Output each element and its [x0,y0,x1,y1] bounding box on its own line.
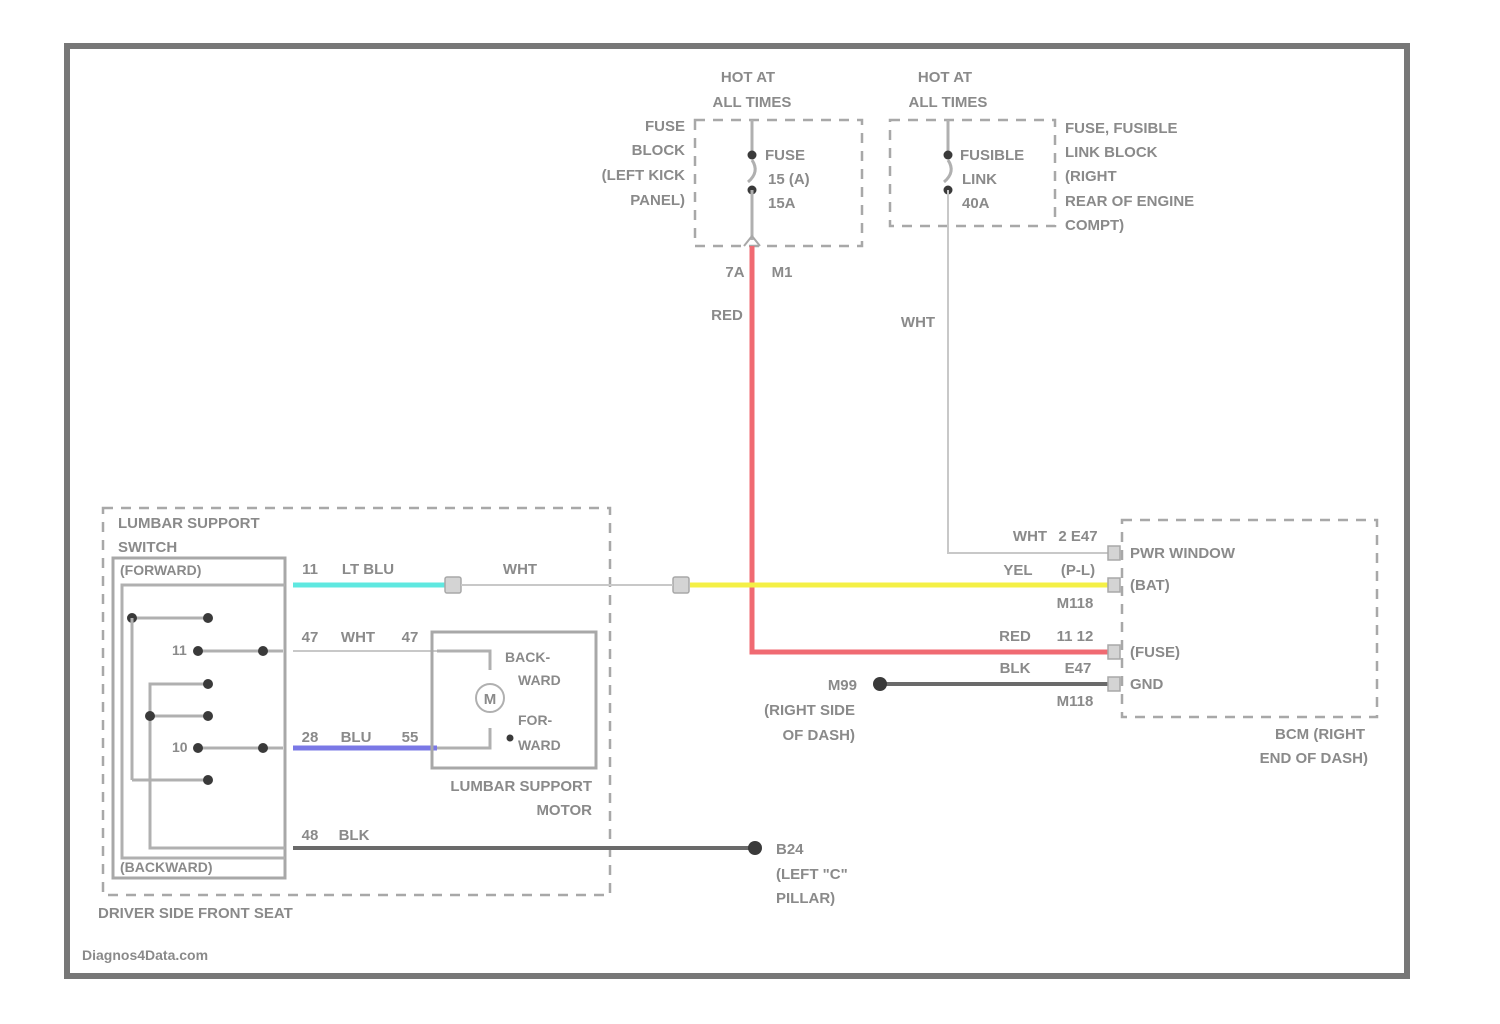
connector-icon [743,234,761,247]
switch-internal-wire [120,583,285,860]
bcm-connector-id: M118 [1057,595,1094,612]
ground-m99-location-2: OF DASH) [783,727,856,744]
fusible-link-outline [888,118,1057,228]
fuse-number: 15 (A) [768,171,810,188]
bcm-wire-label: WHT [1013,528,1047,545]
diagram-frame [64,43,1410,979]
lumbar-motor-box [430,630,598,770]
seat-wire-color: BLU [341,729,372,746]
ground-m99-label: M99 [828,677,857,694]
bcm-location: BCM (RIGHT [1275,726,1365,743]
seat-wire-out: 47 [402,629,419,646]
wht-power-wire [947,190,1110,554]
fuse-pin-left: 7A [725,264,744,281]
bcm-pin-function: (BAT) [1130,577,1170,594]
fusible-location-2: LINK BLOCK [1065,144,1158,161]
fuse-block-outline [693,118,864,248]
watermark: Diagnos4Data.com [82,947,208,963]
red-power-wire [749,246,1110,655]
connector-icon [1107,577,1121,593]
bcm-module: WHT 2 E47 PWR WINDOW YEL (P-L) (BAT) M11… [999,518,1379,767]
bcm-connector-id: M118 [1057,693,1094,710]
bcm-location-2: END OF DASH) [1260,750,1368,767]
ground-b24-icon [748,841,762,855]
motor-icon [475,683,505,713]
fuse-block-location-4: PANEL) [630,192,685,209]
ground-b24-location-2: PILLAR) [776,890,835,907]
fuse-block-location-3: (LEFT KICK [602,167,685,184]
red-wire-label: RED [711,307,743,324]
fusible-link-block: HOT AT ALL TIMES FUSIBLE LINK 40A FUSE, … [888,69,1194,234]
fuse-power-label: HOT AT [721,69,775,86]
seat-wire-color: BLK [339,827,370,844]
switch-box [111,556,287,880]
seat-title: DRIVER SIDE FRONT SEAT [98,905,293,922]
fusible-location-5: COMPT) [1065,217,1124,234]
fusible-link-label-2: LINK [962,171,997,188]
fusible-terminal-dot [943,150,953,160]
seat-wire-color: LT BLU [342,561,394,578]
seat-outline [101,506,612,897]
bcm-wire-label: YEL [1003,562,1032,579]
bcm-pin-label: E47 [1065,660,1092,677]
switch-pin-label: 10 [172,739,188,755]
connector-icon [1107,676,1121,692]
motor-symbol: M [484,691,497,708]
motor-backward-label-2: WARD [518,672,561,688]
connector-icon [672,576,690,594]
fusible-power-label: HOT AT [918,69,972,86]
fusible-location-4: REAR OF ENGINE [1065,193,1194,210]
bcm-pin-function: GND [1130,676,1164,693]
seat-pin-label: 47 [302,629,319,646]
driver-seat: LUMBAR SUPPORT SWITCH (FORWARD) (BACKWAR… [98,506,755,922]
fuse-block-location: FUSE [645,118,685,135]
fuse-block: HOT AT ALL TIMES FUSE BLOCK (LEFT KICK P… [602,69,864,281]
fusible-location: FUSE, FUSIBLE [1065,120,1178,137]
motor-forward-label-2: WARD [518,737,561,753]
connector-icon [1107,545,1121,561]
seat-pin-label: 28 [302,729,319,746]
bcm-pin-function: (FUSE) [1130,644,1180,661]
fusible-link-rating: 40A [962,195,990,212]
fuse-pin-right: M1 [772,264,793,281]
connector-icon [1107,644,1121,660]
fuse-rating: 15A [768,195,796,212]
fusible-link-label: FUSIBLE [960,147,1024,164]
bcm-wire-label: BLK [1000,660,1031,677]
bcm-pin-label: 11 12 [1057,628,1094,645]
fuse-power-label-2: ALL TIMES [713,94,792,111]
seat-pin-label: 11 [302,561,318,578]
bcm-outline [1120,518,1379,719]
seat-wire-out: 55 [402,729,419,746]
fusible-power-label-2: ALL TIMES [909,94,988,111]
wht-wire-label: WHT [901,314,935,331]
seat-wire-color: WHT [341,629,375,646]
connector-icon [444,576,462,594]
motor-backward-label: BACK- [505,649,550,665]
ground-b24-location: (LEFT "C" [776,866,848,883]
ground-b24-label: B24 [776,841,804,858]
switch-title-2: SWITCH [118,539,177,556]
fuse-block-location-2: BLOCK [632,142,685,159]
bcm-wire-label: RED [999,628,1031,645]
motor-title-2: MOTOR [536,802,592,819]
motor-title: LUMBAR SUPPORT [450,778,592,795]
bcm-pin-function: PWR WINDOW [1130,545,1236,562]
ground-m99-location: (RIGHT SIDE [764,702,855,719]
fuse-label: FUSE [765,147,805,164]
bcm-pin-label: 2 E47 [1058,528,1097,545]
switch-title: LUMBAR SUPPORT [118,515,260,532]
fusible-location-3: (RIGHT [1065,168,1117,185]
fuse-terminal-dot [747,150,757,160]
ground-m99-icon [873,677,887,691]
motor-forward-label: FOR- [518,712,553,728]
backward-label: (BACKWARD) [120,859,213,875]
switch-pin-label: 11 [172,642,187,658]
forward-label: (FORWARD) [120,562,201,578]
bcm-pin-label: (P-L) [1061,562,1095,579]
seat-pin-label: 48 [302,827,319,844]
seat-wire-out: WHT [503,561,537,578]
